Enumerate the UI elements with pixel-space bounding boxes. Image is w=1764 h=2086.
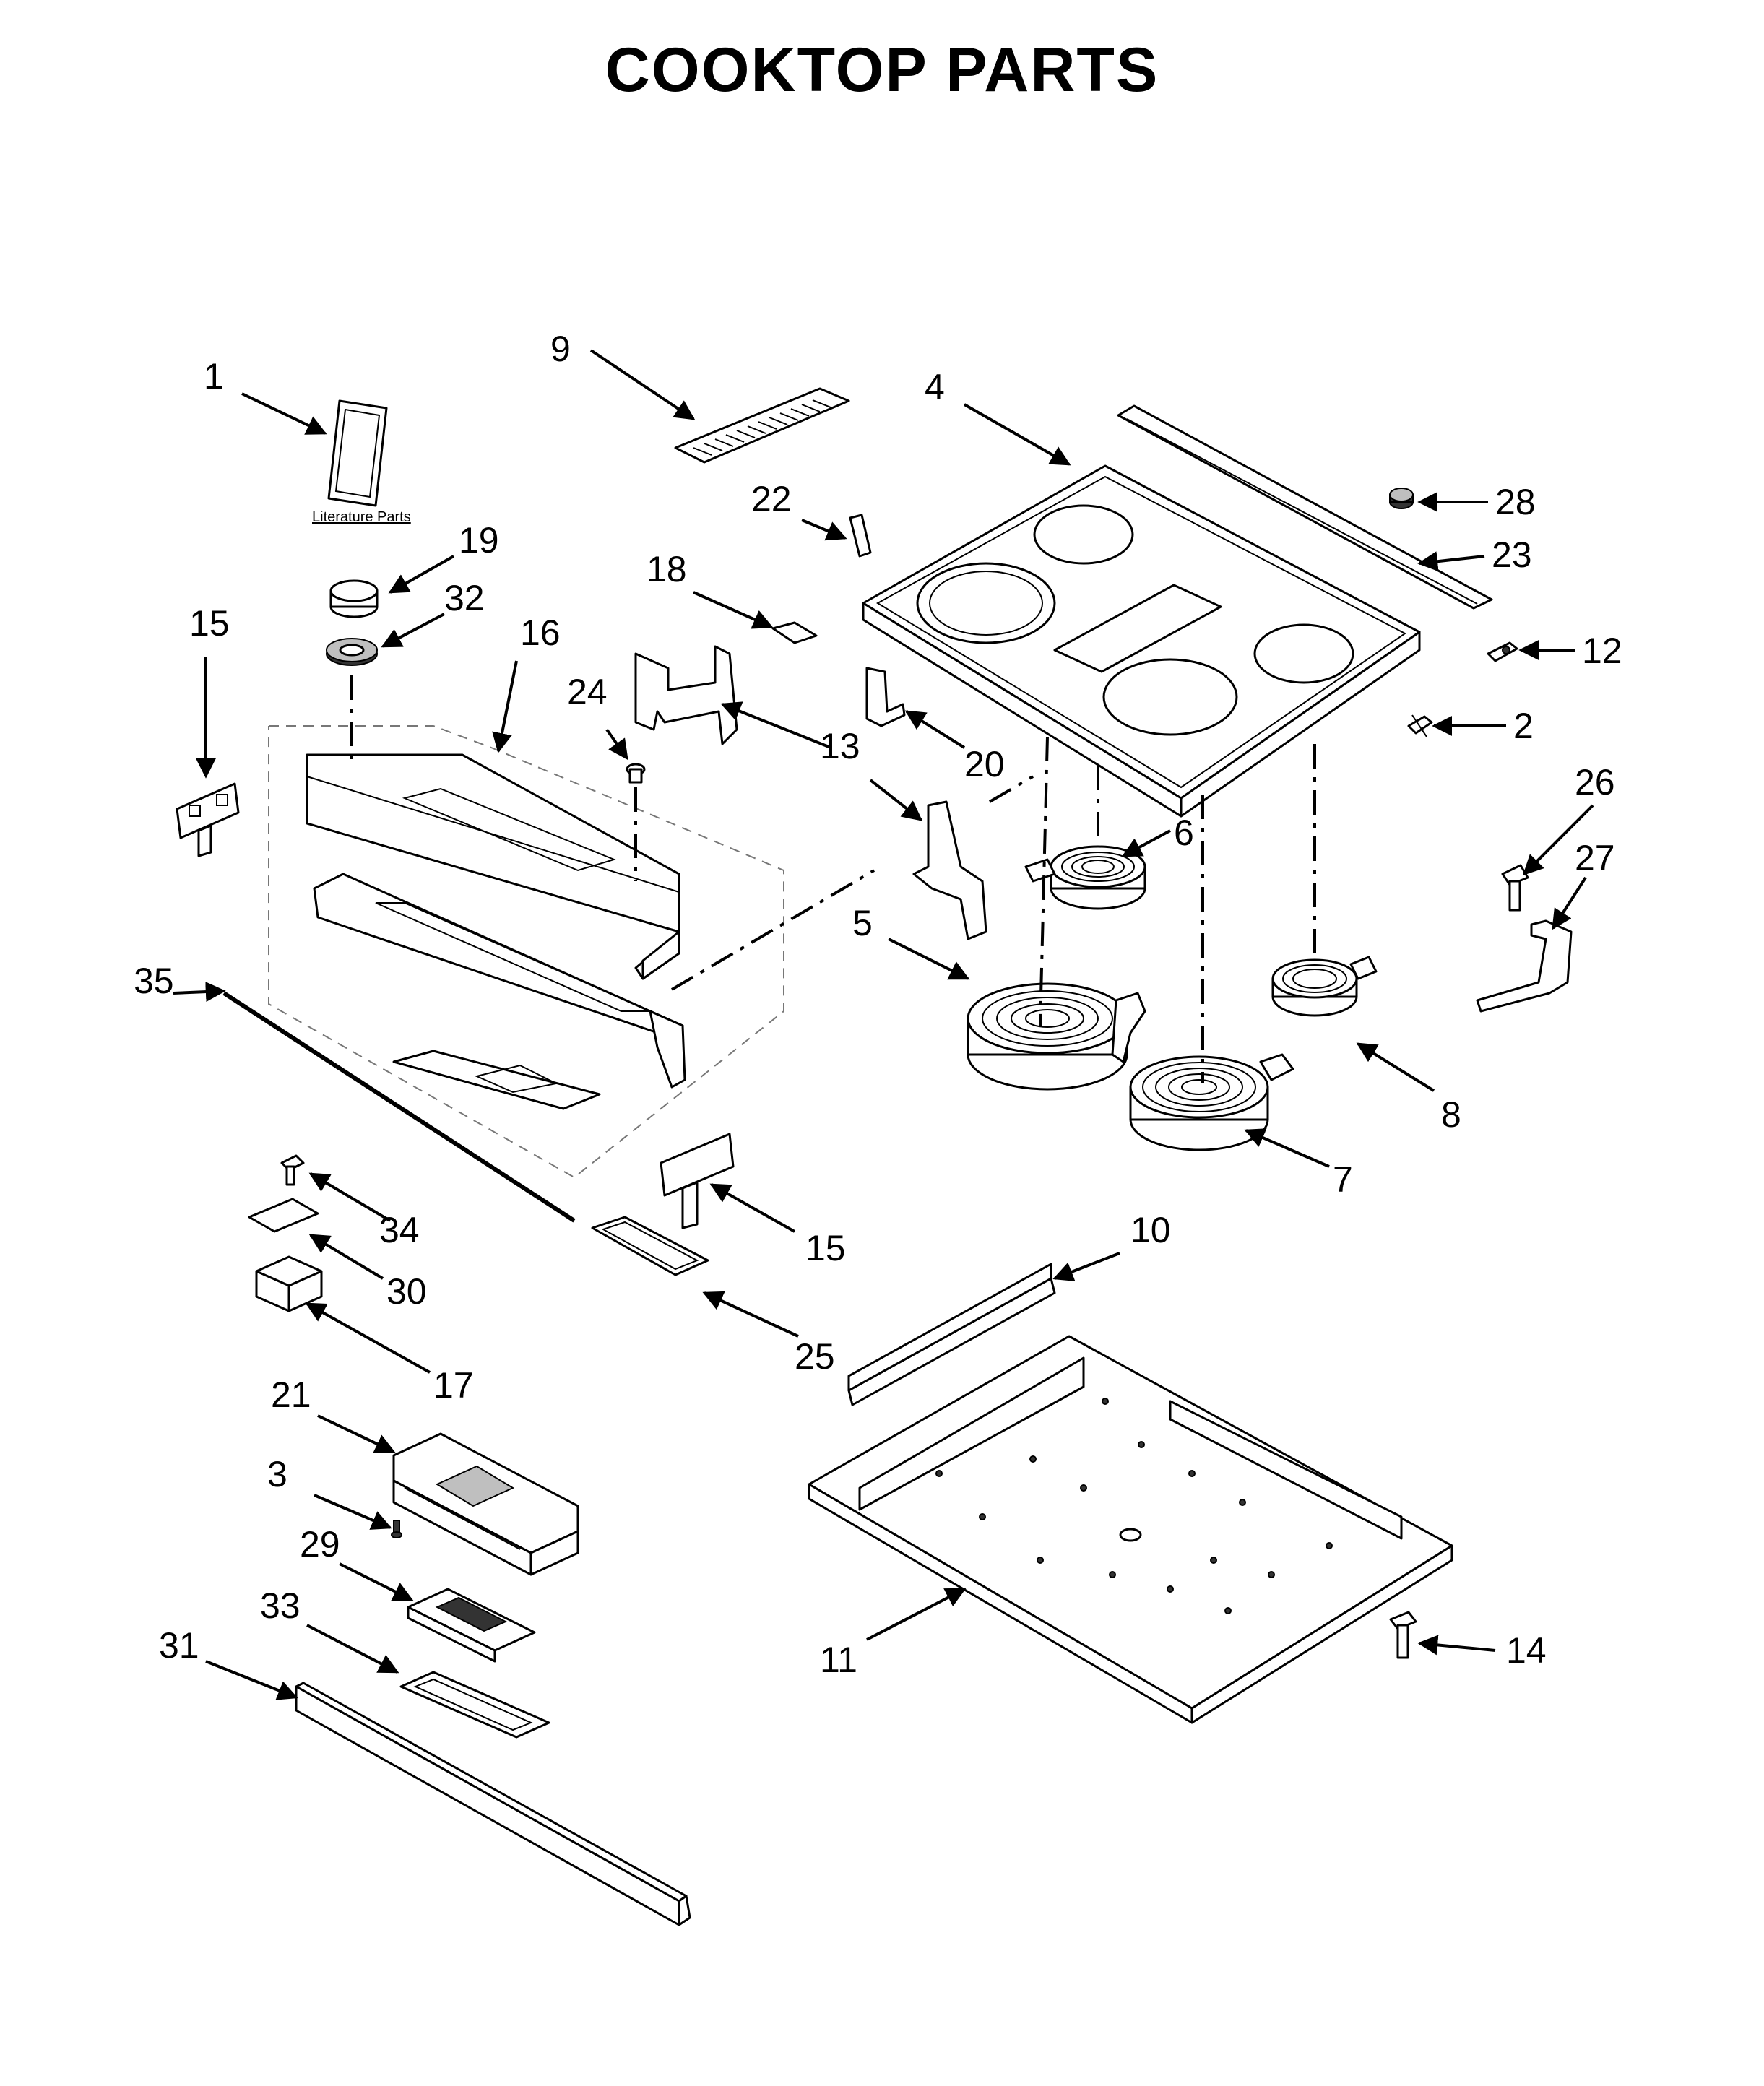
callout-20: 20 — [964, 744, 1005, 784]
callout-1: 1 — [204, 356, 224, 397]
clip-18 — [771, 621, 818, 644]
control-board-21 — [392, 1432, 579, 1576]
rod — [222, 991, 576, 1223]
callout-30: 30 — [386, 1271, 427, 1312]
callout-13: 13 — [820, 726, 860, 766]
callout-32: 32 — [444, 578, 485, 618]
callout-15-center: 15 — [805, 1228, 846, 1268]
assembly-lines — [350, 675, 1316, 1083]
callout-16: 16 — [520, 613, 561, 653]
leader-arrows — [173, 349, 1594, 1700]
callout-numbers: 1 2 3 4 5 6 7 8 9 10 11 12 13 14 15 15 1… — [134, 329, 1622, 1680]
callout-23: 23 — [1492, 535, 1532, 575]
clip-12 — [1487, 641, 1518, 662]
vent-grille — [674, 387, 850, 464]
screw-24 — [626, 763, 646, 784]
bracket-13-lower — [912, 800, 987, 940]
callout-15-left: 15 — [189, 603, 230, 644]
callout-2: 2 — [1513, 706, 1534, 746]
knob — [329, 579, 379, 618]
callout-6: 6 — [1174, 813, 1194, 853]
callout-18: 18 — [647, 549, 687, 589]
cooktop-glass — [862, 464, 1421, 818]
callout-25: 25 — [795, 1336, 835, 1377]
callout-17: 17 — [433, 1365, 474, 1406]
screw-3 — [391, 1520, 402, 1538]
bracket-15-left — [176, 782, 240, 857]
bracket-27 — [1476, 919, 1573, 1013]
callout-11: 11 — [820, 1640, 857, 1680]
bumper — [1389, 488, 1414, 509]
tray-11 — [808, 1335, 1453, 1724]
callout-9: 9 — [550, 329, 571, 369]
callout-33: 33 — [260, 1585, 301, 1626]
callout-24: 24 — [567, 672, 608, 712]
callout-21: 21 — [271, 1375, 311, 1415]
rear-trim — [1117, 404, 1493, 610]
callout-29: 29 — [300, 1524, 340, 1564]
callout-34: 34 — [379, 1210, 420, 1250]
callout-5: 5 — [852, 903, 873, 943]
knob-ring — [326, 638, 378, 666]
callout-3: 3 — [267, 1454, 287, 1494]
element-8 — [1271, 956, 1378, 1017]
bracket-20 — [865, 667, 906, 727]
callout-4: 4 — [925, 367, 945, 407]
callout-14: 14 — [1506, 1630, 1547, 1671]
callout-8: 8 — [1441, 1094, 1461, 1135]
console-group-box — [268, 725, 784, 1179]
baffle-10 — [847, 1263, 1056, 1406]
element-5 — [967, 982, 1146, 1091]
screw-26 — [1501, 864, 1529, 912]
trim-31 — [295, 1682, 691, 1926]
callout-28: 28 — [1495, 482, 1536, 522]
terminal-block-17 — [255, 1255, 323, 1312]
shield-33 — [399, 1671, 550, 1739]
element-6 — [1024, 845, 1146, 910]
screw-34 — [280, 1154, 305, 1186]
literature-parts: Literature Parts — [312, 399, 411, 525]
pad — [849, 514, 872, 558]
callout-19: 19 — [459, 520, 499, 561]
literature-label: Literature Parts — [312, 509, 411, 525]
element-7 — [1129, 1053, 1294, 1151]
callout-10: 10 — [1130, 1210, 1171, 1250]
clip-2 — [1407, 714, 1433, 737]
callout-31: 31 — [159, 1625, 199, 1666]
callout-7: 7 — [1333, 1159, 1353, 1200]
insulator-30 — [248, 1198, 319, 1233]
callout-26: 26 — [1575, 762, 1615, 802]
callout-22: 22 — [751, 479, 792, 519]
gasket-25 — [591, 1216, 709, 1276]
callout-12: 12 — [1582, 631, 1622, 671]
callout-27: 27 — [1575, 838, 1615, 878]
screw-14 — [1389, 1611, 1417, 1659]
board-29 — [407, 1588, 536, 1663]
bracket-15-center — [660, 1133, 735, 1229]
bracket-13-upper — [634, 645, 738, 745]
callout-35: 35 — [134, 961, 174, 1001]
control-console — [306, 753, 686, 1110]
diagram-title: COOKTOP PARTS — [605, 35, 1159, 105]
